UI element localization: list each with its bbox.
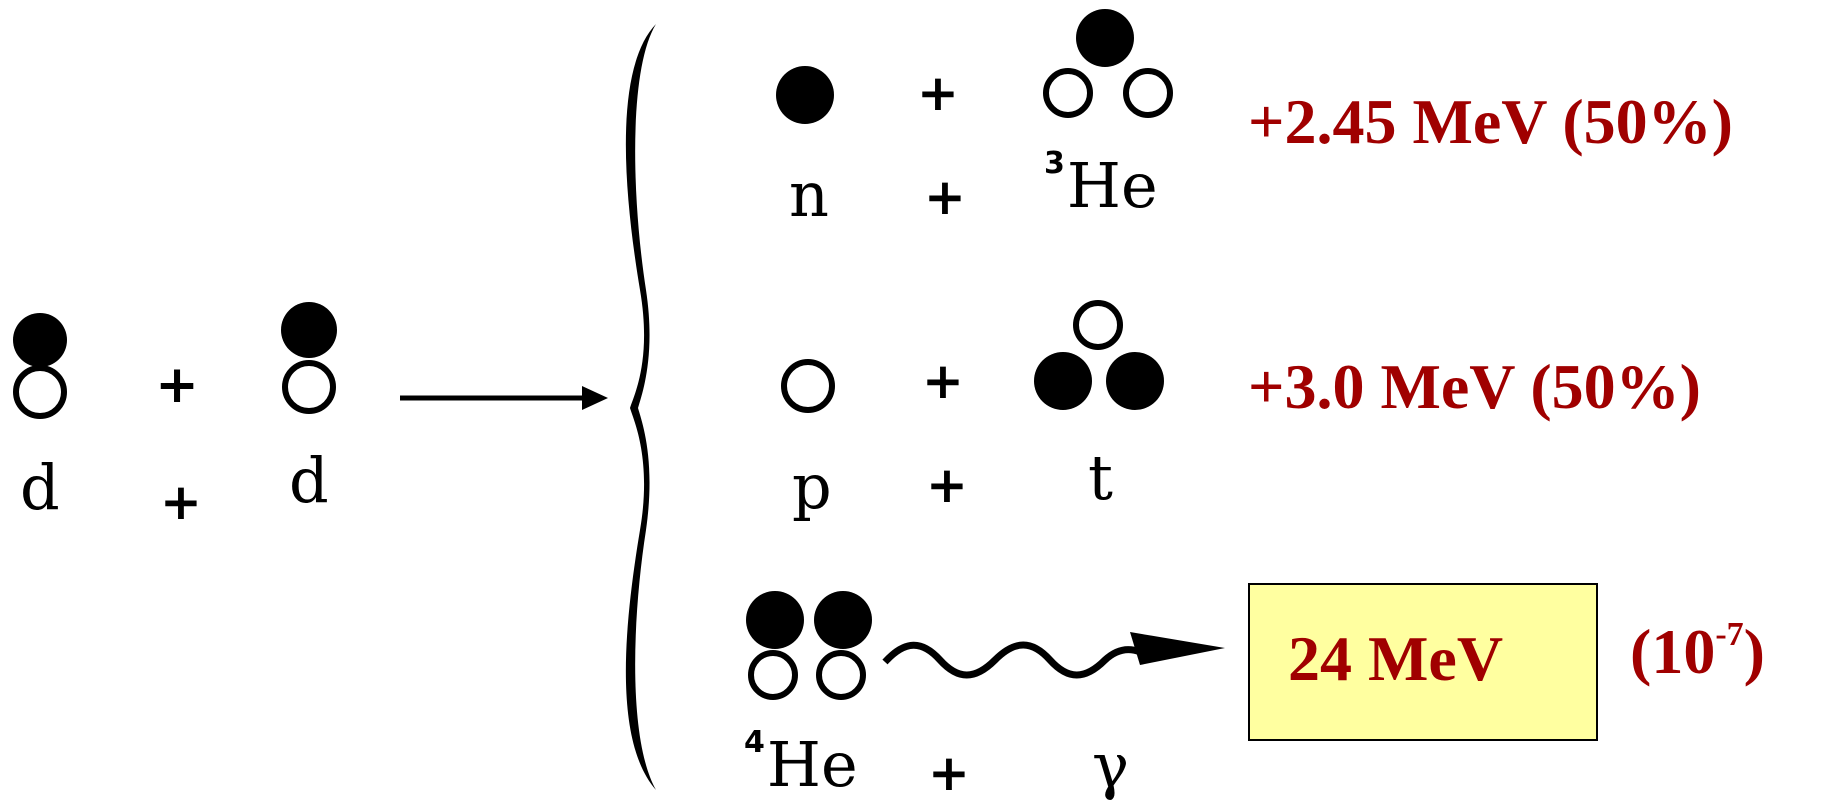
channel1-plus: + bbox=[924, 168, 966, 226]
branching-ratio-he4: (10-7) bbox=[1630, 618, 1765, 684]
reaction-arrow-icon bbox=[400, 386, 608, 410]
product-label-n: n bbox=[789, 158, 829, 231]
branching-close: ) bbox=[1743, 616, 1765, 687]
reactant-label-d-right: d bbox=[289, 444, 329, 517]
neutron-icon bbox=[776, 66, 834, 124]
energy-label-he4-channel: 24 MeV bbox=[1288, 623, 1504, 694]
proton-icon bbox=[781, 359, 835, 413]
product-label-gamma: γ bbox=[1092, 729, 1130, 802]
product-label-p: p bbox=[792, 450, 832, 523]
plus-sign-icon: + bbox=[155, 355, 199, 415]
product-label-he3: 3He bbox=[1044, 149, 1158, 217]
branching-exponent: -7 bbox=[1715, 616, 1744, 653]
gamma-ray-arrow-icon bbox=[882, 632, 1225, 679]
branching-base: (10 bbox=[1630, 616, 1716, 687]
product-label-he4: 4He bbox=[744, 728, 858, 796]
curly-brace-icon bbox=[625, 24, 656, 790]
deuteron-right-icon bbox=[281, 302, 337, 414]
helium4-nucleus-icon bbox=[746, 591, 872, 700]
energy-label-triton-channel: +3.0 MeV (50%) bbox=[1248, 351, 1701, 422]
triton-nucleus-icon bbox=[1034, 300, 1164, 410]
deuteron-left-icon bbox=[13, 313, 67, 419]
reactant-label-d-left: d bbox=[20, 451, 60, 524]
energy-label-he3-channel: +2.45 MeV (50%) bbox=[1248, 86, 1733, 157]
reactant-plus: + bbox=[160, 473, 202, 531]
he4-symbol: He bbox=[766, 728, 858, 801]
channel2-plus: + bbox=[926, 456, 968, 514]
highlight-box: 24 MeV bbox=[1248, 583, 1598, 741]
helium3-nucleus-icon bbox=[1043, 9, 1173, 118]
plus-sign-icon: + bbox=[917, 64, 959, 122]
product-label-t: t bbox=[1088, 441, 1113, 514]
he3-mass-number: 3 bbox=[1044, 146, 1065, 181]
he3-symbol: He bbox=[1066, 149, 1158, 222]
channel3-plus: + bbox=[928, 744, 970, 802]
he4-mass-number: 4 bbox=[744, 725, 765, 760]
plus-sign-icon: + bbox=[922, 352, 964, 410]
